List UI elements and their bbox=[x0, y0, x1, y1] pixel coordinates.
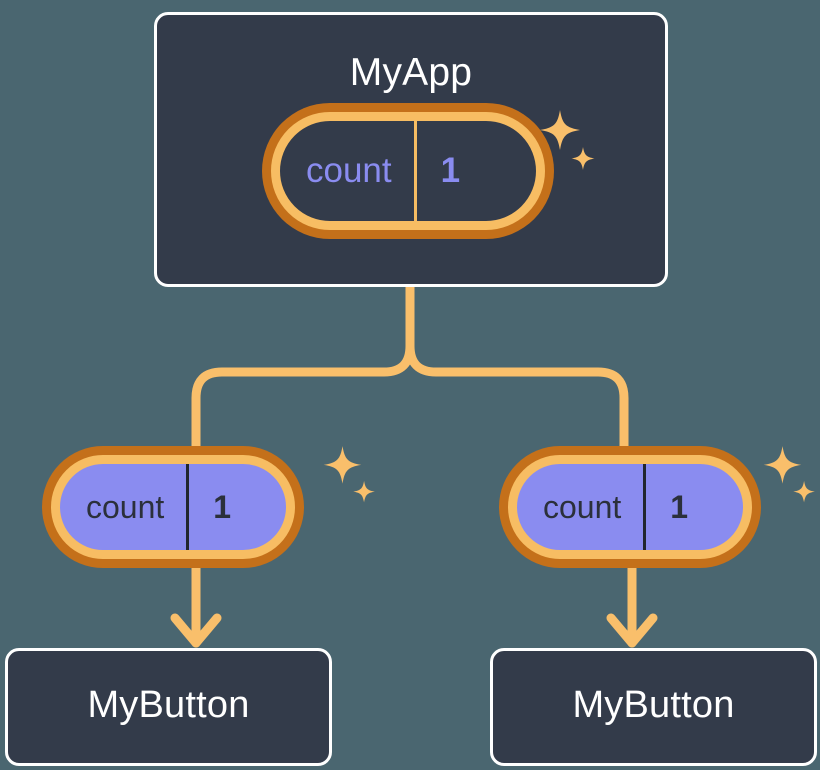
state-capsule-myapp[interactable]: count 1 bbox=[271, 112, 545, 230]
component-title-child-right: MyButton bbox=[572, 684, 735, 726]
component-box-child-left[interactable]: MyButton bbox=[5, 648, 332, 766]
connector-branch-right bbox=[405, 341, 629, 467]
state-value-child-left: 1 bbox=[213, 488, 232, 525]
state-value-child-right: 1 bbox=[670, 488, 689, 525]
state-key-child-right: count bbox=[517, 464, 647, 550]
component-title-child-left: MyButton bbox=[87, 684, 250, 726]
arrow-head-right bbox=[606, 613, 658, 648]
state-key-myapp: count bbox=[280, 121, 417, 221]
state-key-child-left: count bbox=[60, 464, 190, 550]
state-value-myapp: 1 bbox=[440, 151, 461, 190]
arrow-head-left bbox=[170, 613, 222, 648]
component-box-child-right[interactable]: MyButton bbox=[490, 648, 817, 766]
component-title-myapp: MyApp bbox=[349, 51, 473, 94]
state-capsule-child-left[interactable]: count 1 bbox=[51, 455, 295, 559]
connector-branch-left bbox=[191, 341, 415, 467]
state-capsule-child-right[interactable]: count 1 bbox=[508, 455, 752, 559]
